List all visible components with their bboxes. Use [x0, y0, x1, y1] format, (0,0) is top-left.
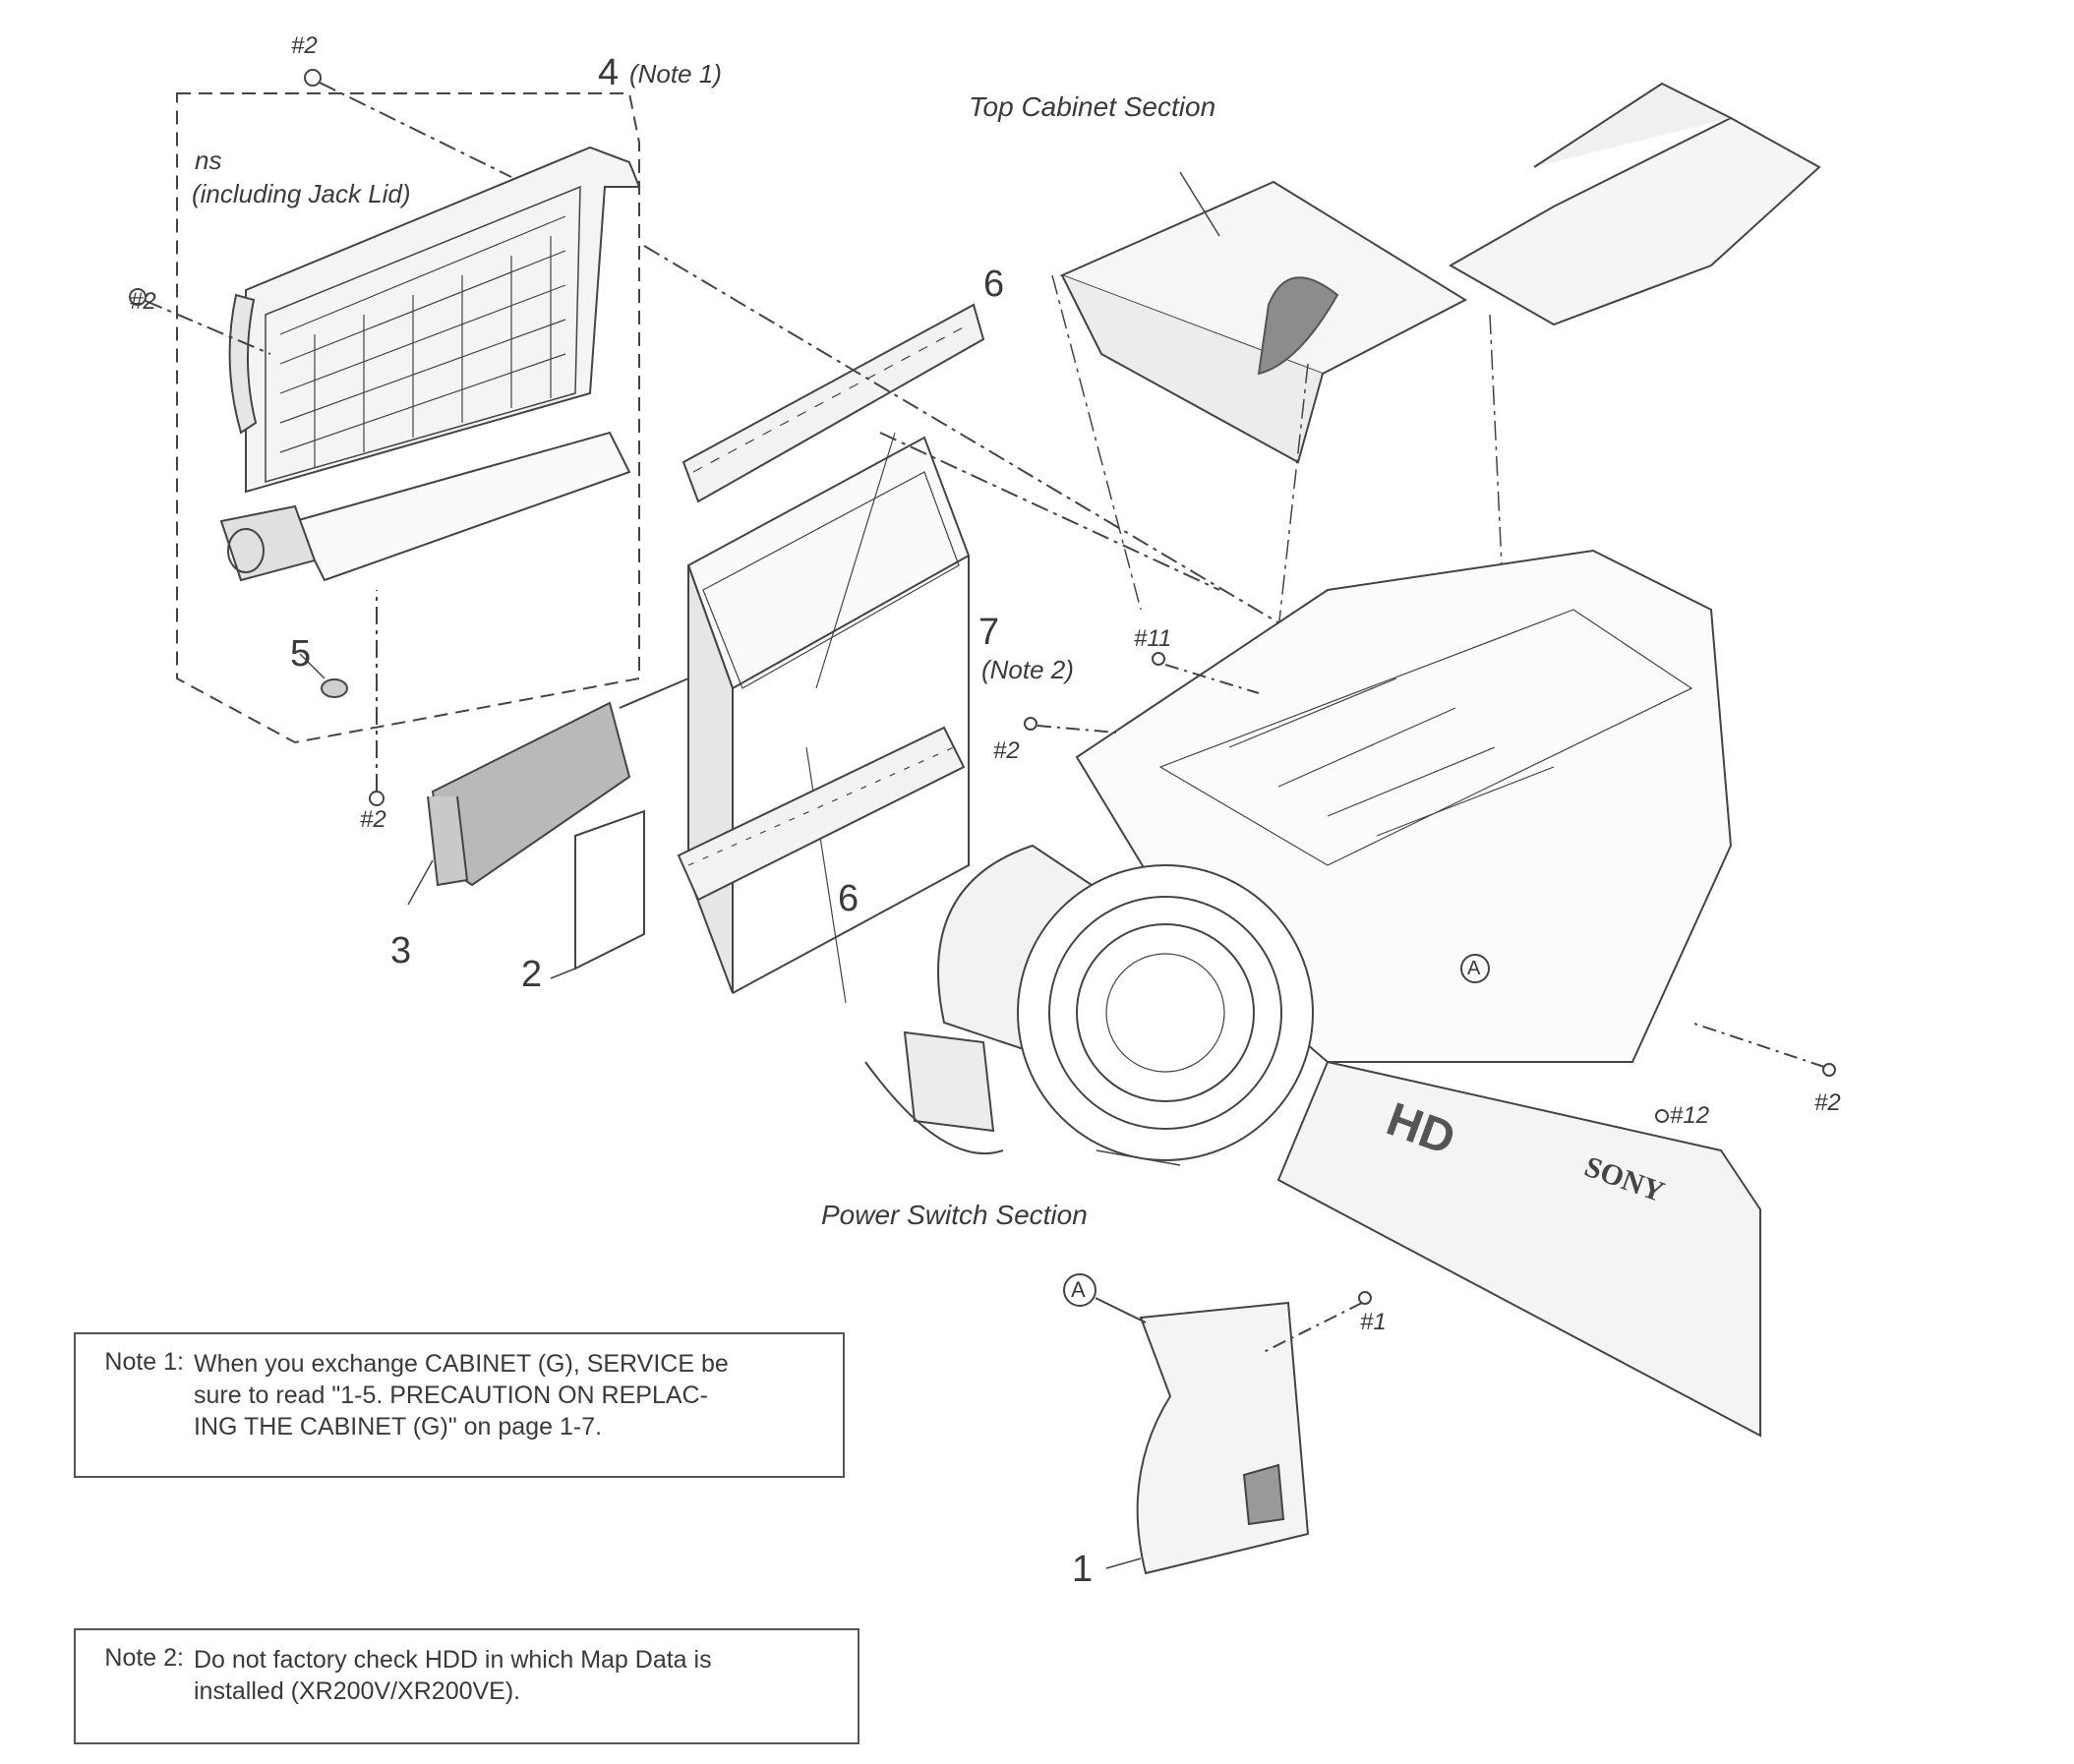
cabinet-group-box [176, 92, 640, 744]
screw-11 [1152, 652, 1165, 666]
screw-1 [1358, 1291, 1372, 1305]
part-number-7: 7 [978, 612, 1000, 653]
screw-left [129, 288, 147, 306]
part-6-bottom [677, 726, 966, 902]
screw-label-1: #1 [1360, 1309, 1387, 1335]
screw-12 [1655, 1109, 1669, 1123]
note-2-line-1: Do not factory check HDD in which Map Da… [194, 1646, 712, 1674]
screw-label-middle: #2 [993, 737, 1020, 764]
screw-mid [1024, 717, 1037, 731]
sheet-part-2 [574, 809, 645, 970]
cabinet-part-4 [219, 146, 641, 582]
note-1-line-3: ING THE CABINET (G)" on page 1-7. [194, 1413, 603, 1441]
camcorder-body [864, 549, 1761, 1438]
screw-label-12: #12 [1670, 1102, 1710, 1129]
note-2-line-2: installed (XR200V/XR200VE). [194, 1677, 521, 1705]
part-number-6-top: 6 [983, 264, 1005, 305]
screw-top [304, 69, 322, 87]
reference-a-upper: A [1467, 958, 1481, 979]
note-1-line-1: When you exchange CABINET (G), SERVICE b… [194, 1350, 729, 1378]
part-number-6-bottom: 6 [838, 878, 859, 919]
note-1-box: Note 1: When you exchange CABINET (G), S… [74, 1332, 845, 1478]
cabinet-caption-line1: ns [195, 146, 222, 175]
note-2-key: Note 2: [104, 1644, 184, 1672]
cabinet-caption-line2: (including Jack Lid) [192, 179, 411, 208]
reference-a-lower: A [1071, 1277, 1086, 1302]
note-1-key: Note 1: [104, 1348, 184, 1376]
top-cabinet-section-caption: Top Cabinet Section [969, 91, 1216, 122]
note-1-line-2: sure to read "1-5. PRECAUTION ON REPLAC- [194, 1382, 708, 1409]
screw-label-11: #11 [1134, 625, 1172, 652]
ref-a-upper-circle [1460, 954, 1490, 983]
part-6-top [681, 303, 985, 503]
screw-label-top: #2 [291, 32, 318, 59]
part-number-2: 2 [521, 954, 543, 995]
part-number-5: 5 [290, 633, 312, 675]
part-number-3: 3 [390, 930, 412, 971]
ref-a-lower-circle [1063, 1273, 1096, 1307]
screw-label-bottom-left: #2 [360, 806, 386, 833]
screw-label-right: #2 [1814, 1089, 1841, 1116]
note-2-box: Note 2: Do not factory check HDD in whic… [74, 1628, 859, 1744]
screw-label-left: #2 [130, 288, 156, 315]
part-number-1: 1 [1072, 1549, 1094, 1590]
hdd-part-7 [686, 436, 971, 994]
washer-5 [321, 678, 348, 698]
screw-right [1822, 1063, 1836, 1077]
part-number-4: 4 [598, 52, 620, 93]
note-2-reference: (Note 2) [981, 655, 1074, 684]
top-cabinet-section [1059, 82, 1821, 464]
power-switch-section-caption: Power Switch Section [821, 1200, 1088, 1230]
note-1-reference: (Note 1) [629, 59, 722, 88]
screw-bottom-left [369, 791, 385, 806]
